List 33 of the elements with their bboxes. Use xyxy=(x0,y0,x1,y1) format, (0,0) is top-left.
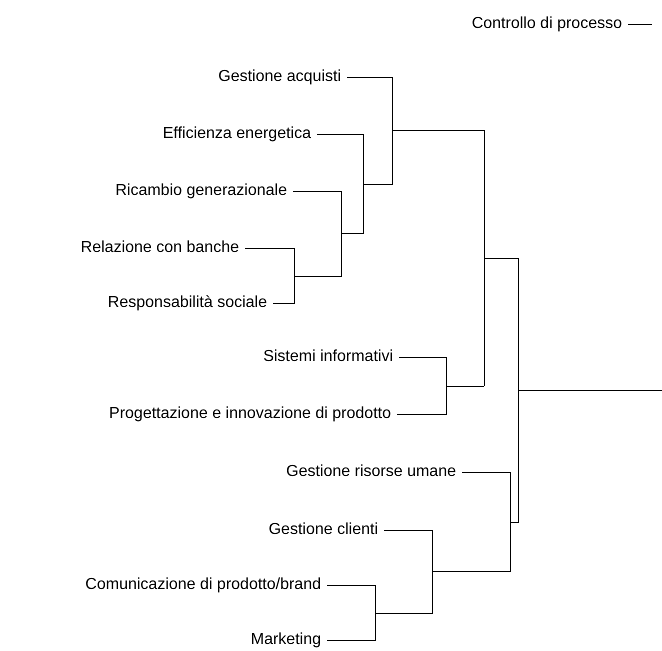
cluster-label: Responsabilità sociale xyxy=(108,293,267,313)
dendrogram-branch xyxy=(326,640,376,641)
cluster-label: Sistemi informativi xyxy=(263,347,393,367)
dendrogram-branch xyxy=(462,472,510,473)
dendrogram-branch xyxy=(374,613,432,614)
dendrogram-branch xyxy=(292,191,342,192)
cluster-label: Comunicazione di prodotto/brand xyxy=(85,575,321,595)
cluster-label: Progettazione e innovazione di prodotto xyxy=(109,404,391,424)
cluster-label: Gestione acquisti xyxy=(218,67,341,87)
dendrogram-branch xyxy=(272,303,294,304)
dendrogram-branch xyxy=(398,357,446,358)
dendrogram-branch xyxy=(484,258,518,259)
dendrogram-branch xyxy=(362,184,392,185)
dendrogram-branch xyxy=(326,585,376,586)
dendrogram-branch xyxy=(294,276,342,277)
cluster-label: Relazione con banche xyxy=(80,238,239,258)
dendrogram-branch xyxy=(384,530,432,531)
dendrogram-branch xyxy=(346,77,392,78)
dendrogram-branch xyxy=(518,390,662,391)
cluster-label: Gestione clienti xyxy=(268,520,378,540)
dendrogram-branch xyxy=(316,134,364,135)
dendrogram-branch xyxy=(396,414,446,415)
dendrogram-branch xyxy=(244,248,294,249)
dendrogram-branch xyxy=(446,386,484,387)
dendrogram-branch xyxy=(340,233,364,234)
cluster-label: Gestione risorse umane xyxy=(286,462,456,482)
cluster-label: Ricambio generazionale xyxy=(115,181,287,201)
cluster-label: Marketing xyxy=(250,630,321,650)
dendrogram-branch xyxy=(392,130,484,131)
cluster-label: Controllo di processo xyxy=(472,14,622,34)
cluster-label: Efficienza energetica xyxy=(162,124,311,144)
dendrogram-branch xyxy=(628,24,652,25)
dendrogram-branch xyxy=(432,571,510,572)
